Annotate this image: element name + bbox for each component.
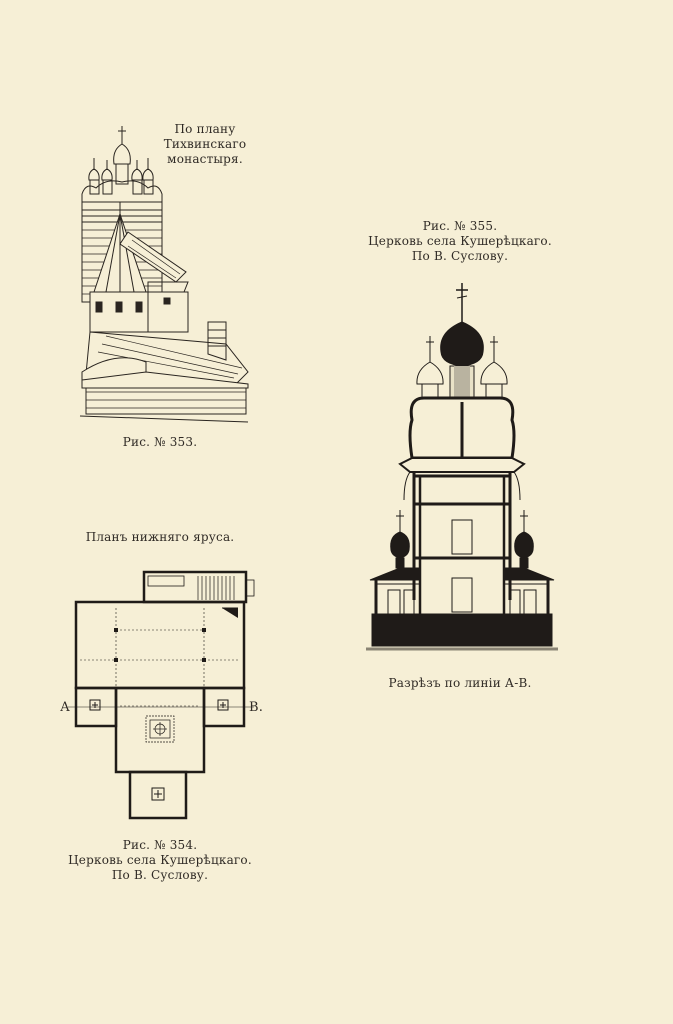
- source-note-line-1: По плану: [174, 122, 236, 136]
- figure-354-author: По В. Суслову.: [111, 868, 209, 882]
- figure-353-church-sketch: [76, 122, 256, 432]
- figure-355-caption: Рис. № 355. Церковь села Кушерѣцкаго. По…: [350, 219, 570, 264]
- section-label-b: B.: [248, 700, 264, 715]
- figure-354-number: Рис. № 354.: [122, 838, 198, 852]
- figure-354-title: Церковь села Кушерѣцкаго.: [68, 853, 252, 867]
- figure-353-source-note: По плану Тихвинскаго монастыря.: [150, 122, 260, 167]
- section-label-a: A: [60, 700, 70, 715]
- figure-353-caption: Рис. № 353.: [122, 435, 198, 449]
- figure-355-title: Церковь села Кушерѣцкаго.: [368, 234, 552, 248]
- figure-354-caption: Рис. № 354. Церковь села Кушерѣцкаго. По…: [50, 838, 270, 883]
- figure-355-number: Рис. № 355.: [422, 219, 498, 233]
- church-perspective-drawing: [79, 126, 249, 423]
- figure-355-section-drawing: [364, 280, 560, 654]
- source-note-line-2: Тихвинскаго: [163, 137, 247, 151]
- floor-plan-drawing: [68, 570, 255, 820]
- figure-354-plan-title: Планъ нижняго яруса.: [85, 530, 235, 544]
- church-section-drawing: [366, 283, 558, 651]
- figure-354-floor-plan: [56, 568, 266, 824]
- source-note-line-3: монастыря.: [167, 152, 243, 166]
- figure-355-section-label: Разрѣзъ по линiи А-В.: [388, 676, 532, 690]
- figure-355-author: По В. Суслову.: [411, 249, 509, 263]
